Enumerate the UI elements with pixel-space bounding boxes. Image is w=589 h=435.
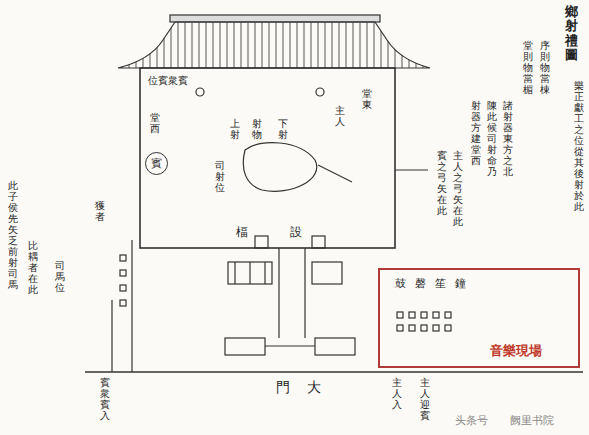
annotation: 諸射器東方之北 [503,100,513,177]
annotation: 堂東 [362,88,372,110]
arrow-rack [234,262,235,284]
box-caption: 音樂現場 [490,342,542,360]
node-label: 賓 [151,156,162,171]
shooting-line [318,165,352,182]
courtyard-line [304,248,305,338]
musician-mark [421,325,427,331]
annotation: 主人入 [392,377,402,410]
musician-mark [433,325,439,331]
circle-marker: 賓 [145,152,168,175]
gate-pillar [315,338,355,355]
gate-pillar [225,338,265,355]
hall-outline [140,68,395,248]
annotation: 位賓衆賓 [148,74,188,88]
annotation: 下射 [278,118,288,140]
musician-mark [445,312,451,318]
annotation: 門 [276,379,290,397]
annotation: 堂則物當楣 [523,40,533,95]
courtyard-line [278,248,279,338]
annotation: 磬 [415,278,426,290]
arrow-rack [264,262,265,284]
archer-mark [120,270,126,276]
arrow-rack [228,262,272,284]
archer-mark [120,255,126,261]
annotation: 主人之弓矢在此 [453,150,463,227]
annotation: 堂西 [150,112,160,134]
annotation: 陳此候司射命乃 [487,100,497,177]
annotation: 笙 [435,278,446,290]
gate-beam [265,345,315,346]
archer-mark [120,300,126,306]
annotation: 賓衆賓入 [100,377,110,421]
side-line [111,300,112,372]
annotation: 賓之弓矢在此 [437,150,447,216]
annotation: 序則物當棟 [540,40,550,95]
annotation: 大 [307,379,321,397]
annotation: 樂正獻工之位從其後射於此 [574,80,584,212]
outer-wall [85,371,583,373]
annotation: 此子侯先矢乏前射司馬 [8,180,18,290]
watermark: 头条号 [455,413,488,428]
arrow-rack [249,262,250,284]
roof-ridge [170,15,380,22]
annotation: 射物 [252,118,262,140]
steps [312,236,325,248]
annotation: 設 [290,224,302,241]
annotation: 司射位 [215,160,225,193]
annotation: 鐘 [455,278,466,290]
annotation: 主人迎賓 [420,377,430,421]
annotation: 楅 [236,224,248,241]
archer-mark [120,285,126,291]
musician-mark [445,325,451,331]
annotation: 司馬位 [55,260,65,293]
annotation: 射器方建堂西 [471,100,481,166]
highlight-box: 音樂現場 [378,268,580,368]
annotation: 獲者 [95,200,105,222]
roof [118,22,430,68]
title: 鄉射禮圖 [565,5,578,62]
musician-mark [409,325,415,331]
annotation: 主人 [335,105,345,127]
shooting-path [243,143,316,192]
annotation: 鼓 [395,278,406,290]
musician-mark [397,325,403,331]
side-line [131,240,132,372]
pillar [196,88,204,96]
leader-line [395,169,428,170]
musician-mark [421,312,427,318]
musician-mark [397,312,403,318]
pillar [316,88,324,96]
musician-mark [409,312,415,318]
musician-mark [433,312,439,318]
annotation: 比耦者在此 [28,240,38,295]
annotation: 上射 [230,118,240,140]
rack [312,262,342,284]
steps [255,236,268,248]
watermark: 阙里书院 [510,413,554,428]
